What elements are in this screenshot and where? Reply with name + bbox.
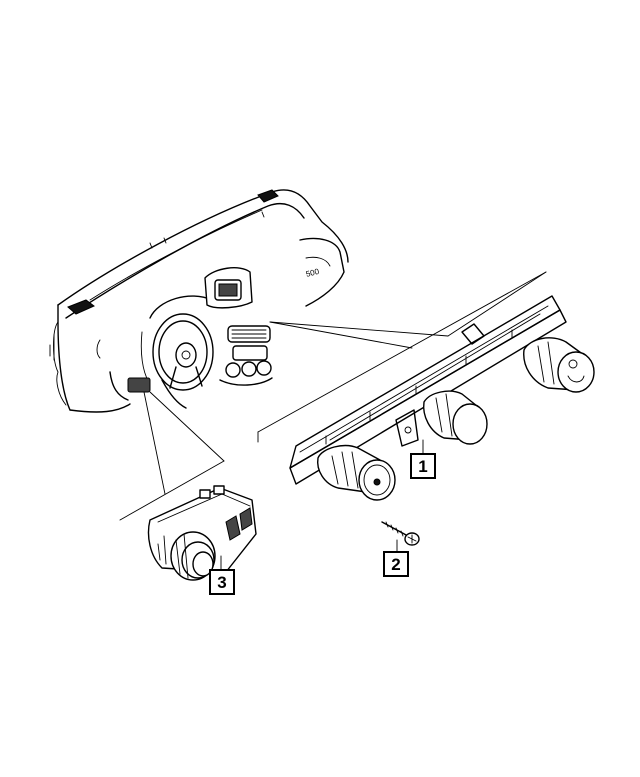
- callout-2-label: 2: [383, 551, 409, 577]
- instrument-panel-dashboard-icon: 500: [49, 189, 349, 413]
- heater-control-panel-icon: [289, 295, 595, 501]
- callout-1-label: 1: [410, 453, 436, 479]
- leader-lines: [119, 271, 547, 521]
- headlamp-switch-icon: [147, 485, 257, 581]
- screw-icon: [381, 521, 420, 552]
- callout-3-label: 3: [209, 569, 235, 595]
- svg-text:500: 500: [305, 267, 321, 279]
